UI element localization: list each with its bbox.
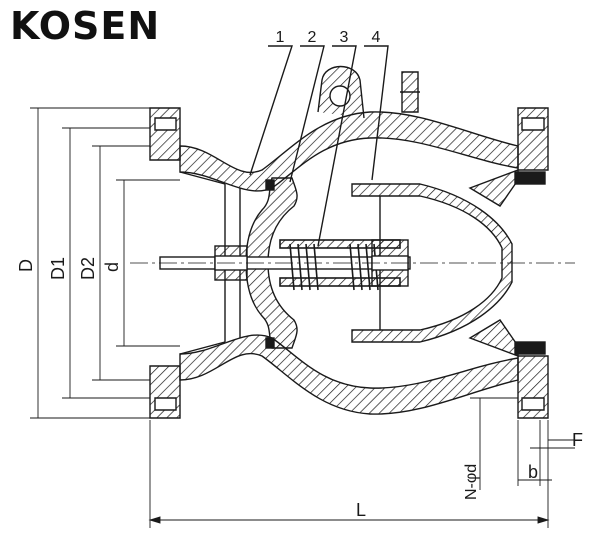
- part-label-4: 4: [372, 29, 381, 46]
- dim-label-N-phi-d: N-φd: [463, 464, 480, 500]
- left-flange-top-slot: [154, 117, 177, 131]
- right-flange-top-slot: [521, 117, 545, 131]
- leader-2: [289, 45, 325, 183]
- dim-label-D1: D1: [48, 257, 68, 280]
- dim-label-D2: D2: [78, 257, 98, 280]
- leader-1: [249, 45, 293, 176]
- right-seal-top: [514, 171, 546, 185]
- dim-label-F: F: [572, 430, 583, 450]
- vertical-dimensions: [30, 107, 180, 419]
- body-lower-wall: [179, 334, 519, 415]
- seat-ring-bottom: [265, 337, 275, 349]
- dim-label-L: L: [356, 500, 366, 520]
- right-seal-bottom: [514, 341, 546, 355]
- right-flange-bottom-slot: [521, 397, 545, 411]
- brand-logo: KOSEN: [10, 4, 161, 48]
- valve-disc: [245, 177, 298, 349]
- left-flange-top: [149, 107, 181, 161]
- leader-3: [317, 45, 357, 247]
- support-rib-bottom: [468, 319, 519, 358]
- part-label-1: 1: [276, 29, 285, 46]
- flange-dimensions: [470, 397, 575, 490]
- left-flange-bottom-slot: [154, 397, 177, 411]
- length-dimension: [148, 420, 550, 528]
- leader-4: [364, 45, 389, 181]
- seat-ring-top: [265, 179, 275, 191]
- dim-label-d: d: [102, 262, 122, 272]
- bore-bottom-line: [179, 341, 226, 355]
- support-rib-top: [468, 168, 519, 207]
- dim-label-b: b: [528, 462, 538, 482]
- part-label-3: 3: [340, 29, 349, 46]
- spring: [279, 239, 401, 291]
- body-upper-wall: [179, 111, 519, 192]
- part-label-2: 2: [308, 29, 317, 46]
- dim-label-D: D: [16, 259, 36, 272]
- bore-top-line: [179, 171, 226, 185]
- guide-nozzle: [351, 183, 513, 343]
